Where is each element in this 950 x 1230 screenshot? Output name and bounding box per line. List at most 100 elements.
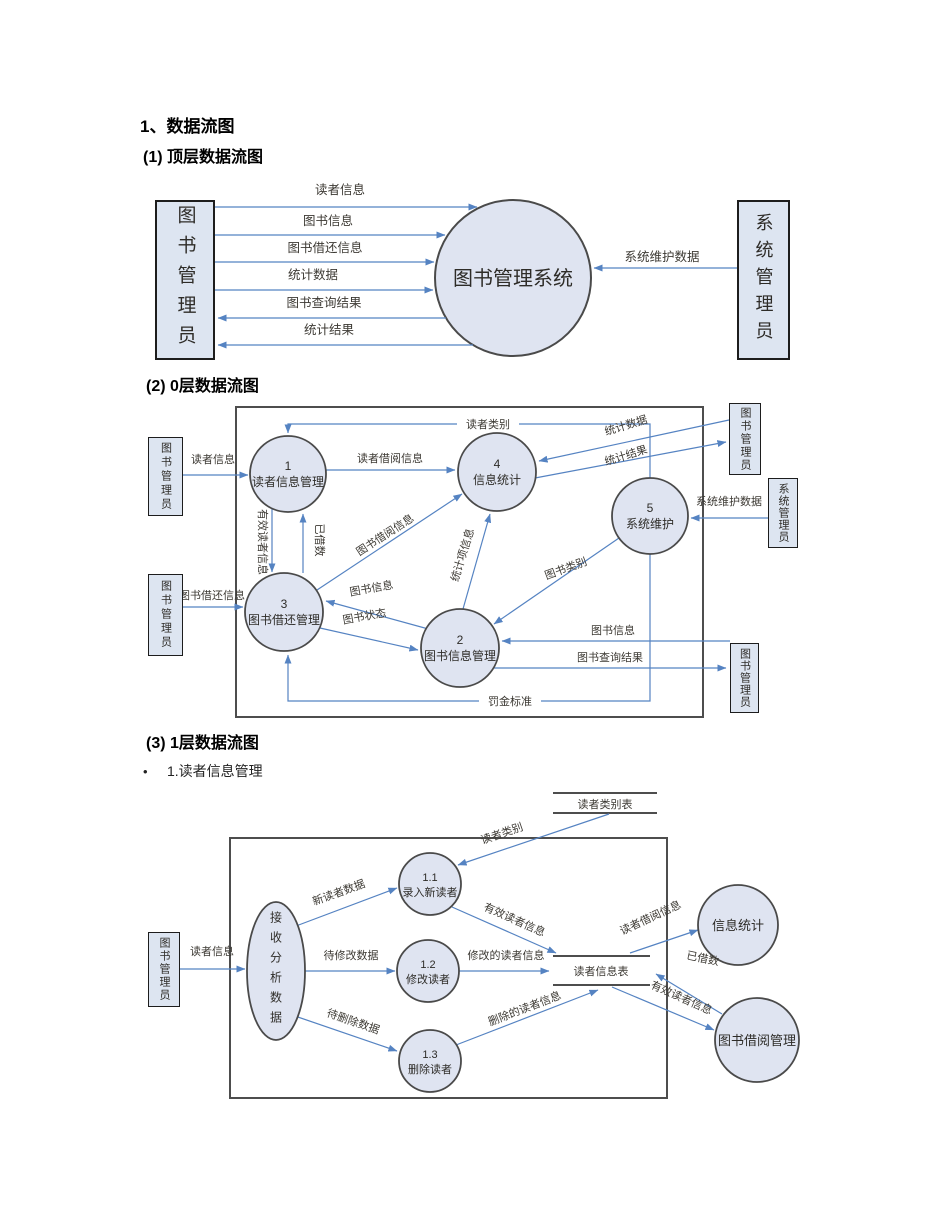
process-2-circle [420,608,500,688]
diagram-boundary [229,837,668,1099]
flow-arrow [655,973,723,1015]
process-borrow-circle [714,997,800,1083]
entity-librarian-l0-bl: 图书管理员 [148,574,183,656]
process-1-2-circle [396,939,460,1003]
doc-title: 1、数据流图 [140,117,235,136]
process-1-3-name: 删除读者 [408,1062,452,1076]
process-library-system-circle [434,199,592,357]
process-1-num: 1 [285,459,292,473]
flow-label: 图书类别 [543,554,589,582]
process-stats-circle [697,884,779,966]
entity-sysadmin-top: 系统管理员 [737,200,790,360]
process-3-num: 3 [281,597,288,611]
process-library-system-label: 图书管理系统 [453,267,573,290]
process-1-1-name: 录入新读者 [403,885,458,899]
flow-arrow [295,887,398,927]
flow-arrow [294,1015,398,1052]
process-5-name: 系统维护 [626,517,674,531]
entity-librarian-top: 图书管理员 [155,200,215,360]
entity-sysadmin-l0: 系统管理员 [768,478,798,548]
diagram-boundary [235,406,704,718]
label-backdrop [479,694,541,707]
datastore-category-label: 读者类别表 [578,797,633,811]
entity-librarian-l1: 图书管理员 [148,932,180,1007]
section-2-heading: (2) 0层数据流图 [146,378,259,395]
flow-label: 有效读者信息 [256,509,270,575]
flow-label: 已借数 [313,524,326,557]
process-1-1-num: 1.1 [422,872,437,884]
process-4-name: 信息统计 [473,472,521,487]
process-1-3-num: 1.3 [422,1049,437,1061]
flow-label: 系统维护数据 [696,494,762,508]
flow-label: 有效读者信息 [649,978,715,1018]
dfd-level0: 1 读者信息管理 4 信息统计 5 系统维护 3 图书借还管理 2 图书信息管理… [179,406,768,718]
flow-arrow [319,627,419,652]
flow-label: 统计数据 [288,267,338,282]
flow-label: 新读者数据 [310,876,366,908]
flow-arrow [534,440,727,479]
process-5-circle [611,477,689,555]
process-4-num: 4 [494,457,501,471]
flow-label: 罚金标准 [488,694,532,708]
flow-label: 系统维护数据 [624,249,699,264]
flow-arrow [629,929,699,954]
process-borrow-label: 图书借阅管理 [718,1033,796,1048]
process-1-2-num: 1.2 [420,959,435,971]
process-stats-label: 信息统计 [712,918,764,933]
flow-label: 图书信息 [591,623,635,637]
flow-label: 图书状态 [341,605,387,626]
flow-arrow [611,986,715,1031]
flow-label: 修改的读者信息 [468,948,545,962]
process-1-1-circle [398,852,462,916]
process-1-circle [249,435,327,513]
flow-label: 读者类别 [466,417,510,431]
flow-label: 图书信息 [303,213,353,228]
process-receive-label: 接收分析数据 [268,911,283,1031]
flow-label: 有效读者信息 [482,900,548,940]
flow-label: 图书查询结果 [286,296,362,310]
flow-label: 读者借阅信息 [357,451,423,465]
flow-arrow [325,599,433,631]
flow-label: 统计结果 [603,443,649,468]
flow-label: 读者信息 [315,182,365,197]
flow-label: 读者借阅信息 [617,897,683,938]
process-1-2-name: 修改读者 [406,972,450,986]
label-backdrop [457,417,519,430]
flow-label: 待修改数据 [324,948,379,962]
dfd-top-level: 图书管理系统 读者信息 图书信息 图书借还信息 统计数据 图书查询结果 统计结果… [215,182,737,357]
process-3-name: 图书借还管理 [248,612,320,627]
flow-label: 读者信息 [191,452,235,466]
flow-label: 图书借还信息 [287,240,362,255]
bullet-marker: • [143,764,148,779]
flow-label: 待删除数据 [325,1006,382,1037]
flow-label: 统计数据 [603,412,649,438]
bullet-item-label: 1.读者信息管理 [167,763,263,779]
flow-arrow [538,419,730,463]
flow-arrow [462,513,492,610]
process-2-name: 图书信息管理 [424,648,496,663]
flow-label: 图书借还信息 [179,588,245,602]
flow-label: 读者类别 [479,819,525,847]
entity-librarian-l0-br: 图书管理员 [730,643,759,713]
flow-arrow [455,989,599,1046]
process-3-circle [244,572,324,652]
flow-arrow [457,813,610,866]
flow-arrow [284,554,651,702]
section-3-heading: (3) 1层数据流图 [146,735,259,752]
section-1-heading: (1) 顶层数据流图 [143,149,264,166]
process-1-3-circle [398,1029,462,1093]
flow-label: 统计结果 [304,323,355,337]
flow-arrow [451,906,557,954]
datastore-reader-label: 读者信息表 [574,964,629,978]
process-2-num: 2 [457,633,464,647]
flow-label: 读者信息 [190,944,234,958]
flow-label: 图书借阅信息 [353,511,416,559]
flow-arrow [316,493,463,591]
flow-arrow [493,537,620,625]
entity-librarian-l0-tl: 图书管理员 [148,437,183,516]
flow-label: 图书查询结果 [577,650,643,664]
process-receive-ellipse [246,901,306,1041]
process-5-num: 5 [647,501,654,515]
